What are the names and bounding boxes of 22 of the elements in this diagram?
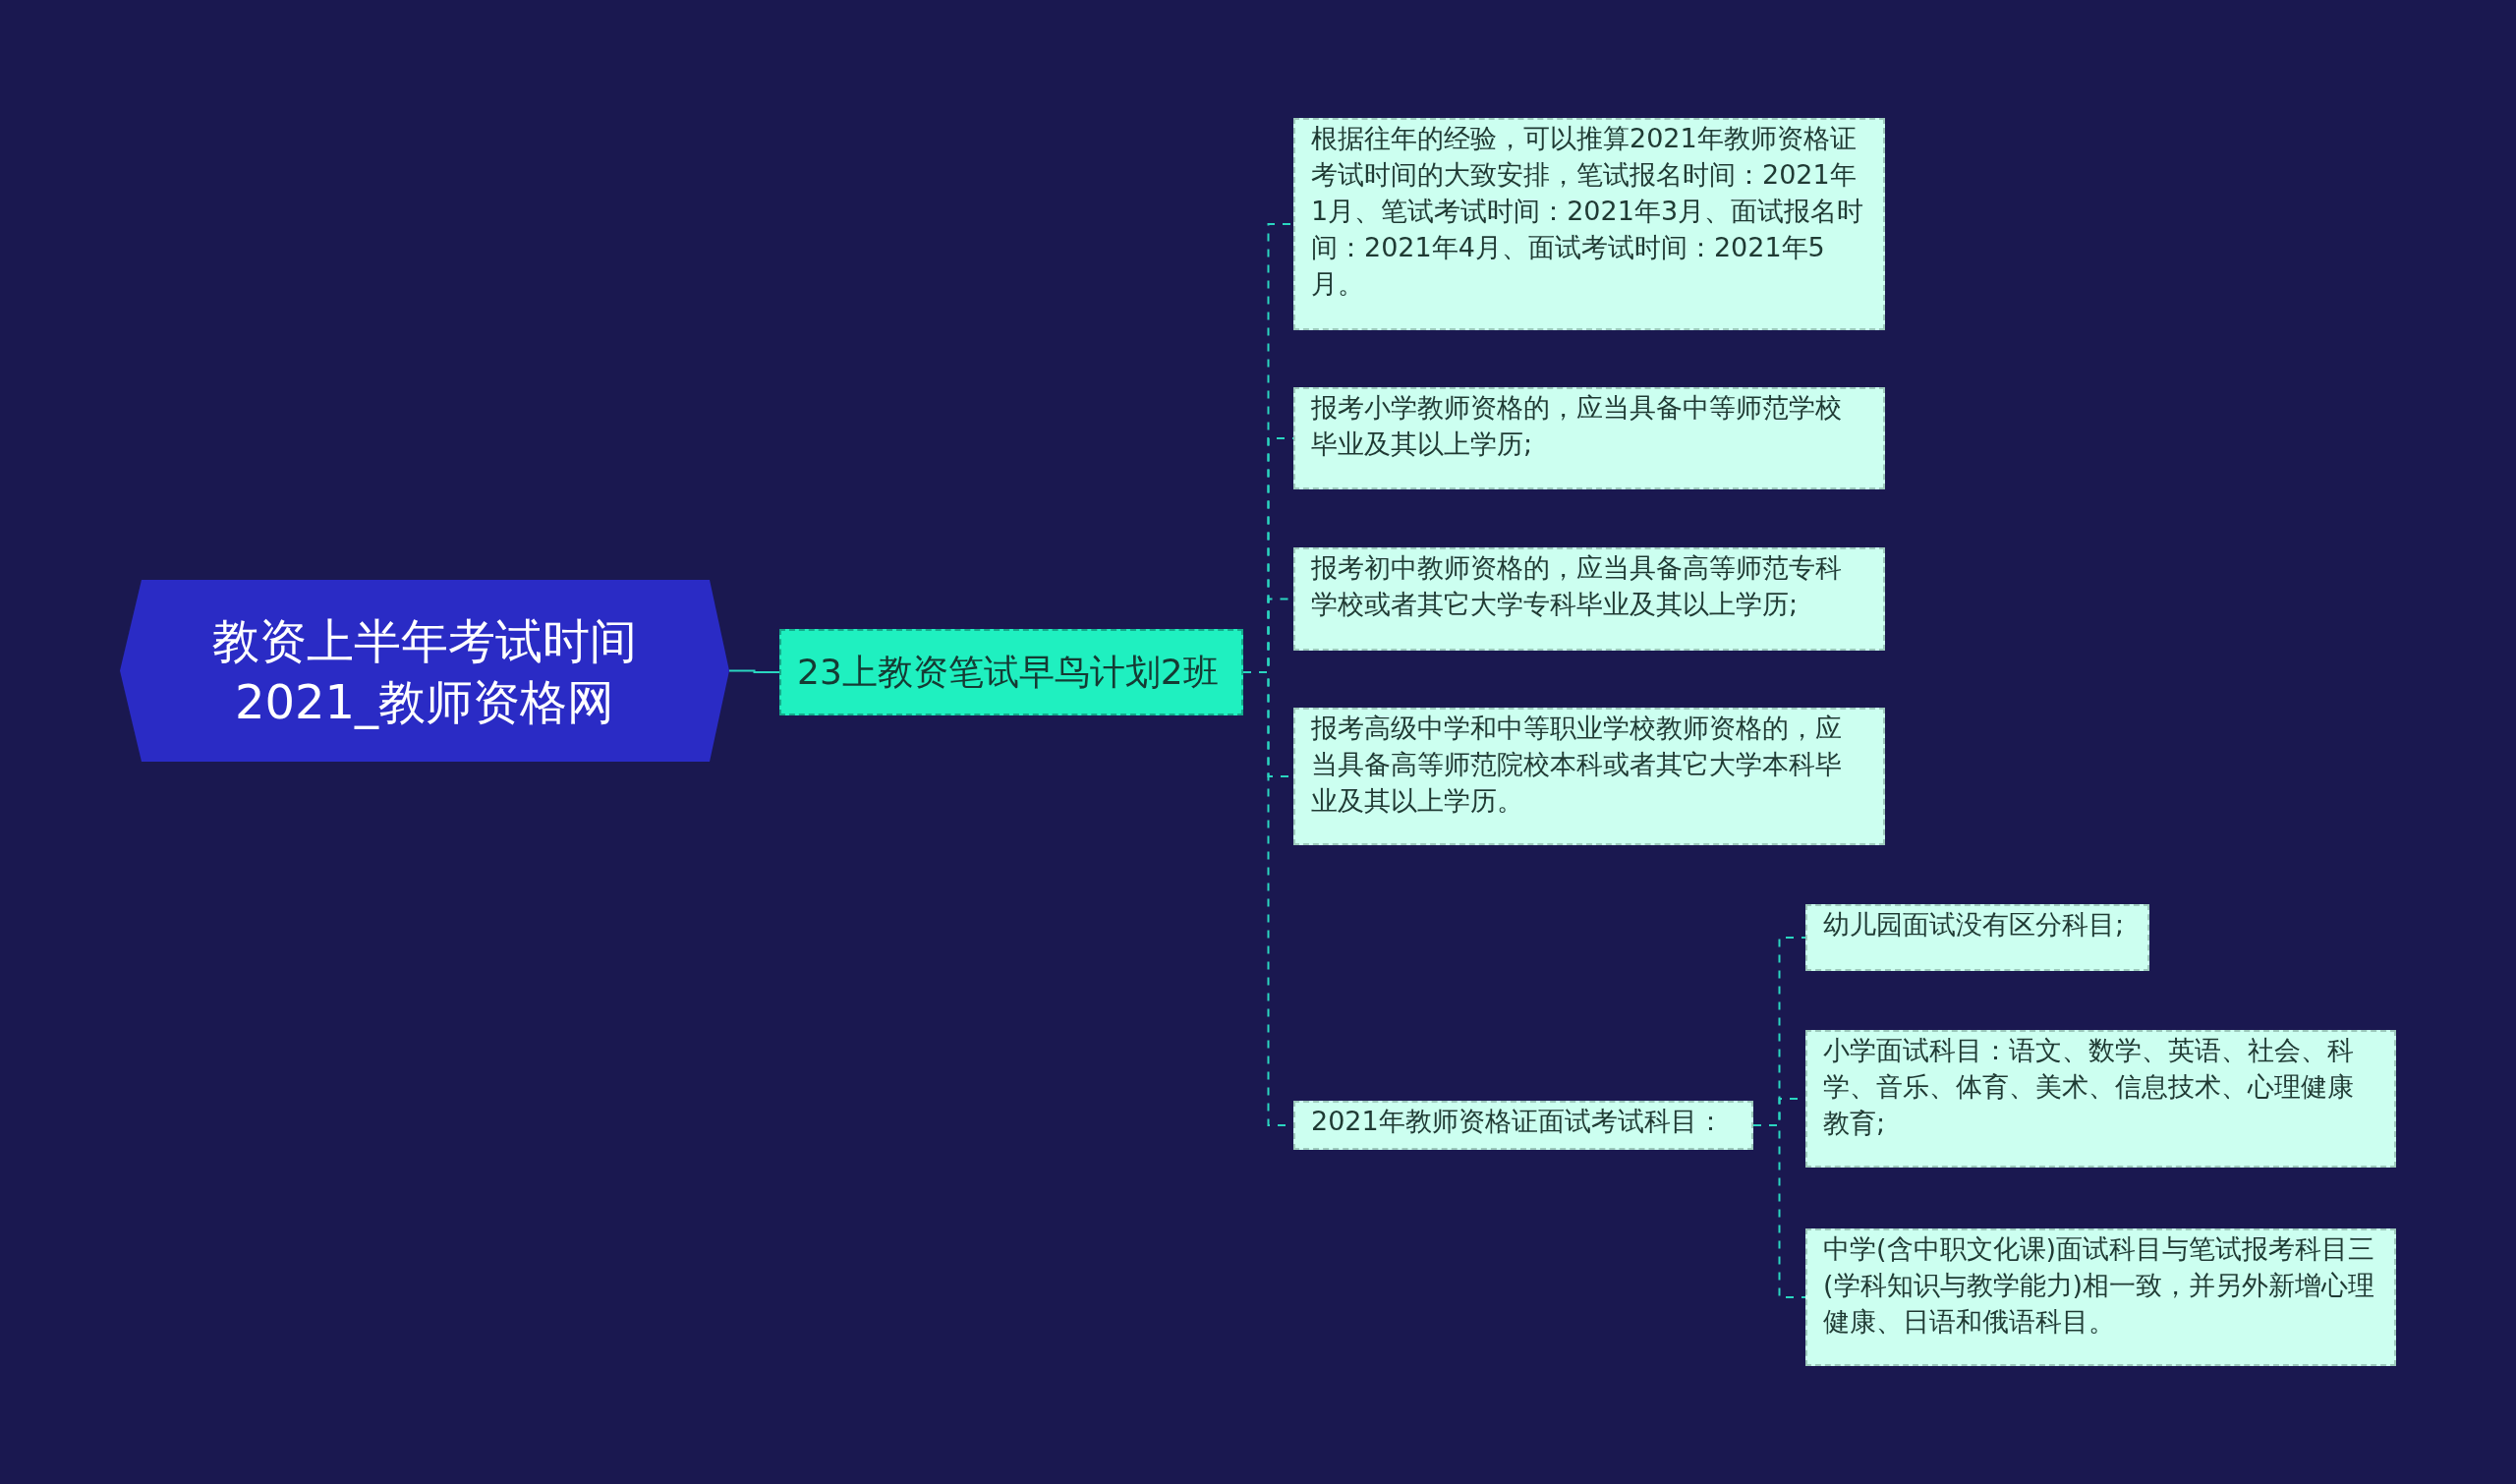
- node-text: 报考初中教师资格的，应当具备高等师范专科学校或者其它大学专科毕业及其以上学历;: [1311, 551, 1843, 621]
- text-box: [1293, 708, 1885, 845]
- node-text: 报考小学教师资格的，应当具备中等师范学校毕业及其以上学历;: [1311, 391, 1843, 461]
- hexagon-node: [120, 580, 729, 762]
- text-box: [1805, 1228, 2396, 1366]
- topic-box: [779, 629, 1243, 715]
- text-box: [1293, 387, 1885, 489]
- text-box: [1293, 1101, 1753, 1150]
- node-text: 教资上半年考试时间2021_教师资格网: [211, 611, 638, 731]
- text-box: [1293, 547, 1885, 651]
- connector-line: [1752, 1124, 1806, 1298]
- node-text: 幼儿园面试没有区分科目;: [1823, 908, 2126, 942]
- text-box: [1293, 118, 1885, 330]
- node-text: 报考高级中学和中等职业学校教师资格的，应当具备高等师范院校本科或者其它大学本科毕业及其以上学历。: [1311, 712, 1843, 818]
- node-text: 中学(含中职文化课)面试科目与笔试报考科目三(学科知识与教学能力)相一致，并另外新增心理健康、日语和俄语科目。: [1823, 1232, 2376, 1339]
- text-box: [1805, 1030, 2396, 1168]
- node-text: 23上教资笔试早鸟计划2班: [797, 651, 1220, 694]
- node-text: 小学面试科目：语文、数学、英语、社会、科学、音乐、体育、美术、信息技术、心理健康教育;: [1823, 1034, 2355, 1140]
- text-box: [1805, 904, 2149, 971]
- connector-line: [728, 669, 780, 673]
- node-text: 根据往年的经验，可以推算2021年教师资格证考试时间的大致安排，笔试报名时间：2021年1月、笔试考试时间：2021年3月、面试报名时间：2021年4月、面试考试时间：2021年5月。: [1311, 122, 1865, 301]
- node-text: 2021年教师资格证面试考试科目：: [1311, 1105, 1725, 1138]
